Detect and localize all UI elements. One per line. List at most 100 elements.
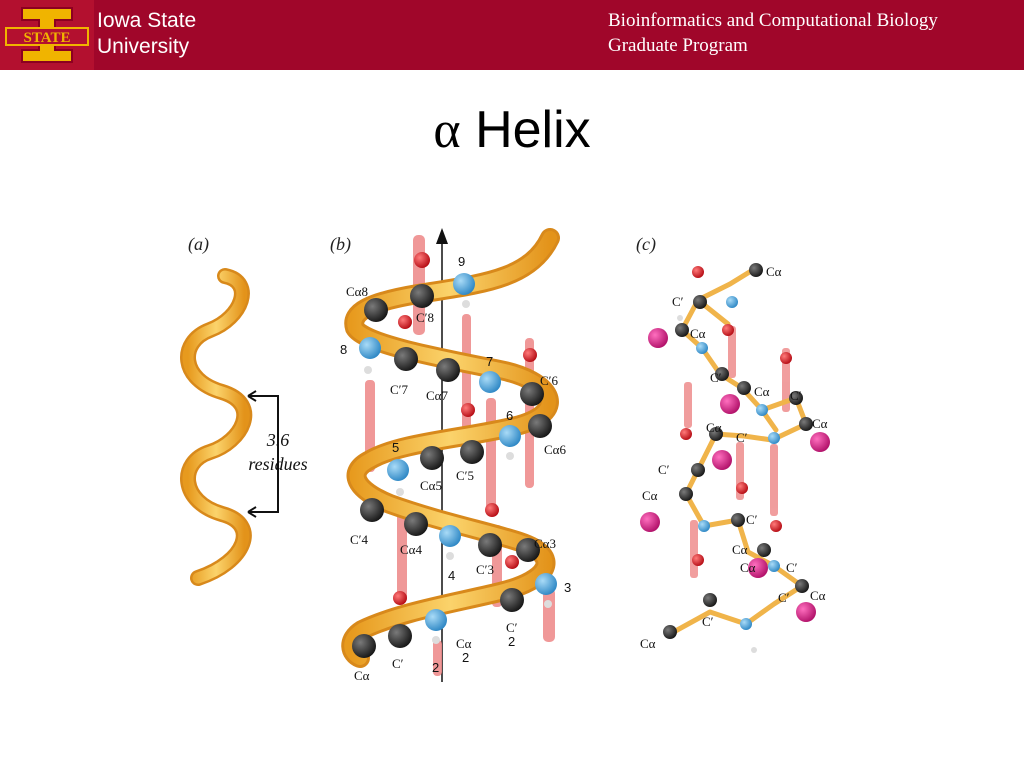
- university-name: Iowa State University: [97, 8, 196, 60]
- carbon-atom: [715, 367, 729, 381]
- ribbon-helix-a: [180, 268, 253, 586]
- carbon-atom: [731, 513, 745, 527]
- logo-box: STATE: [0, 0, 94, 70]
- panel-a: (a) 3.6 residues: [180, 234, 308, 586]
- nitrogen-atom: [726, 296, 738, 308]
- atom-label: Cα: [456, 636, 472, 651]
- panel-b: (b): [330, 228, 571, 683]
- atom-label: Cα: [754, 384, 770, 399]
- panel-a-label: (a): [188, 234, 209, 255]
- title-alpha-symbol: α: [433, 102, 461, 159]
- residue-number: 5: [392, 440, 399, 455]
- atom-label: C′3: [476, 562, 494, 577]
- nitrogen-atom: [768, 432, 780, 444]
- carbon-atom: [410, 284, 434, 308]
- atom-label: Cα: [690, 326, 706, 341]
- atom-label: C′4: [350, 532, 369, 547]
- residue-number: 2: [462, 650, 469, 665]
- oxygen-atom: [523, 348, 537, 362]
- carbon-atom: [352, 634, 376, 658]
- residue-number: 7: [486, 354, 493, 369]
- title-word: Helix: [475, 101, 591, 159]
- side-chain-atom: [712, 450, 732, 470]
- residue-number: 8: [340, 342, 347, 357]
- nitrogen-atom: [696, 342, 708, 354]
- atom-label: C′: [506, 620, 518, 635]
- carbon-atom: [360, 498, 384, 522]
- oxygen-atom: [722, 324, 734, 336]
- atom-label: Cα: [354, 668, 370, 683]
- nitrogen-atom: [439, 525, 461, 547]
- residue-unit-label: residues: [248, 454, 307, 474]
- university-line-2: University: [97, 35, 190, 58]
- nitrogen-atom: [425, 609, 447, 631]
- hydrogen-atom: [446, 552, 454, 560]
- ribbon-helix-b: [341, 228, 560, 668]
- carbon-atom: [693, 295, 707, 309]
- alpha-helix-figure: (a) 3.6 residues (b): [180, 228, 830, 683]
- carbon-atom: [795, 579, 809, 593]
- side-chain-atom: [810, 432, 830, 452]
- carbon-atom: [520, 382, 544, 406]
- carbon-atom: [799, 417, 813, 431]
- nitrogen-atom: [499, 425, 521, 447]
- hydrogen-atom: [544, 600, 552, 608]
- side-chain-atom: [640, 512, 660, 532]
- hydrogen-atom: [432, 636, 440, 644]
- carbon-atom: [436, 358, 460, 382]
- nitrogen-atom: [698, 520, 710, 532]
- carbon-atom: [460, 440, 484, 464]
- carbon-atom: [757, 543, 771, 557]
- iowa-state-logo-icon: STATE: [4, 4, 90, 66]
- oxygen-atom: [461, 403, 475, 417]
- hydrogen-atom: [364, 366, 372, 374]
- header-bar: STATE Iowa State University Bioinformati…: [0, 0, 1024, 70]
- atom-label: C′6: [540, 373, 559, 388]
- residue-number: 4: [448, 568, 455, 583]
- atom-label: Cα8: [346, 284, 368, 299]
- atoms-c: [663, 263, 813, 653]
- oxygen-atom: [736, 482, 748, 494]
- carbon-atom: [709, 427, 723, 441]
- program-line-2: Graduate Program: [608, 35, 748, 56]
- slide-title: α Helix: [0, 98, 1024, 163]
- oxygen-atom: [780, 352, 792, 364]
- university-line-1: Iowa State: [97, 9, 197, 32]
- hydrogen-atom: [751, 647, 757, 653]
- oxygen-atom: [414, 252, 430, 268]
- residue-number: 3: [564, 580, 571, 595]
- side-chain-atom: [748, 558, 768, 578]
- oxygen-atom: [505, 555, 519, 569]
- carbon-atom: [478, 533, 502, 557]
- atom-label: C′: [702, 614, 714, 629]
- side-chain-atom: [796, 602, 816, 622]
- atom-label: C′7: [390, 382, 409, 397]
- oxygen-atom: [393, 591, 407, 605]
- atom-label: C′: [392, 656, 404, 671]
- atom-label: C′5: [456, 468, 474, 483]
- atom-label: Cα: [810, 588, 826, 603]
- oxygen-atom: [770, 520, 782, 532]
- atoms-b: [352, 252, 557, 658]
- oxygen-atom: [485, 503, 499, 517]
- atom-label: C′: [778, 590, 790, 605]
- oxygen-atom: [398, 315, 412, 329]
- carbon-atom: [737, 381, 751, 395]
- logo-text: STATE: [24, 30, 71, 46]
- atom-label: C′: [790, 388, 802, 403]
- nitrogen-atom: [387, 459, 409, 481]
- carbon-atom: [663, 625, 677, 639]
- program-line-1: Bioinformatics and Computational Biology: [608, 10, 938, 31]
- carbon-atom: [364, 298, 388, 322]
- atom-label: Cα: [642, 488, 658, 503]
- atom-label: Cα: [706, 420, 722, 435]
- panel-b-label: (b): [330, 234, 351, 255]
- carbon-atom: [404, 512, 428, 536]
- program-name: Bioinformatics and Computational Biology…: [608, 8, 938, 58]
- atom-label: Cα: [766, 264, 782, 279]
- atom-label: Cα: [640, 636, 656, 651]
- atom-label: C′: [672, 294, 684, 309]
- atom-label: C′: [786, 560, 798, 575]
- carbon-atom: [420, 446, 444, 470]
- atom-label: C′8: [416, 310, 434, 325]
